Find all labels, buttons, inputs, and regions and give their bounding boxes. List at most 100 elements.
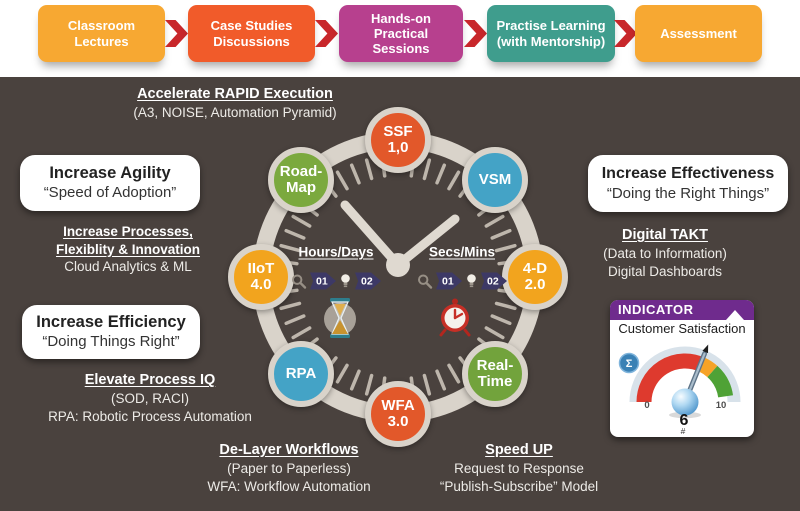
flow-step-hands-on: Hands-on Practical Sessions — [339, 5, 463, 62]
gauge-min-label: 0 — [644, 400, 649, 411]
secs-mins-step-row: 01 02 — [417, 272, 507, 290]
increase-processes-block: Increase Processes, Flexiblity & Innovat… — [18, 223, 238, 276]
indicator-title: Customer Satisfaction — [618, 321, 746, 336]
annotation-heading: Increase Processes, — [63, 224, 193, 239]
clock-node-vsm: VSM — [462, 147, 528, 213]
lightbulb-icon — [341, 274, 350, 288]
card-subtitle: “Speed of Adoption” — [43, 184, 177, 202]
chevron-right-icon — [614, 20, 637, 47]
gauge-needle-tip-arrow — [702, 344, 709, 354]
chevron-right-icon — [315, 20, 338, 47]
step-number: 01 — [316, 275, 328, 287]
annotation-sub: “Publish-Subscribe” Model — [439, 478, 599, 494]
increase-agility-card: Increase Agility “Speed of Adoption” — [20, 155, 200, 211]
gauge-max-label: 10 — [716, 400, 727, 411]
clock-node-road-map: Road-Map — [268, 147, 334, 213]
annotation-sub: RPA: Robotic Process Automation — [48, 408, 252, 424]
chevron-right-icon — [165, 20, 188, 47]
step-number: 02 — [361, 275, 373, 287]
elevate-process-iq-block: Elevate Process IQ (SOD, RACI) RPA: Robo… — [25, 371, 275, 425]
step-01-arrow: 01 — [436, 272, 462, 290]
node-label: SSF — [383, 122, 413, 140]
node-label: WFA — [381, 396, 415, 414]
indicator-notch — [726, 310, 744, 320]
step-02-arrow: 02 — [355, 272, 381, 290]
annotation-sub: Request to Response — [454, 460, 584, 476]
chevron-right-icon — [464, 20, 487, 47]
node-label: VSM — [478, 170, 512, 188]
flow-step-label: Hands-on — [371, 10, 431, 26]
flow-step-label: Lectures — [74, 33, 129, 49]
clock-hub — [386, 253, 410, 277]
flow-step-label: Practise Learning — [496, 18, 606, 34]
secs-mins-label: Secs/Mins — [428, 244, 496, 260]
flow-step-label: Assessment — [660, 25, 737, 41]
annotation-heading: Accelerate RAPID Execution — [137, 86, 333, 102]
flow-step-label: (with Mentorship) — [496, 33, 606, 49]
card-subtitle: “Doing Things Right” — [42, 333, 180, 351]
gauge-red-arc — [636, 353, 706, 403]
card-title: Increase Effectiveness — [601, 165, 775, 183]
node-label: Road- — [279, 162, 323, 180]
flow-step-assessment: Assessment — [635, 5, 762, 62]
flow-step-label: Case Studies — [210, 18, 293, 34]
annotation-sub: (Paper to Paperless) — [227, 460, 351, 476]
sigma-glyph: Σ — [626, 358, 633, 370]
sigma-icon — [618, 352, 640, 374]
annotation-sub: (A3, NOISE, Automation Pyramid) — [133, 104, 337, 120]
annotation-sub: Digital Dashboards — [607, 263, 723, 279]
flow-step-label: Sessions — [372, 41, 430, 57]
node-label: IIoT — [247, 259, 275, 277]
gauge-value: 6 — [680, 412, 689, 429]
flow-step-case-studies: Case Studies Discussions — [188, 5, 315, 62]
increase-effectiveness-card: Increase Effectiveness “Doing the Right … — [588, 155, 788, 212]
step-number: 01 — [442, 275, 454, 287]
gauge-green-arc — [707, 365, 734, 398]
flow-step-label: Classroom — [67, 18, 136, 34]
card-title: Increase Efficiency — [36, 312, 186, 331]
node-label: 4.0 — [250, 276, 272, 293]
speed-up-block: Speed UP Request to Response “Publish-Su… — [394, 441, 644, 495]
annotation-heading: Flexiblity & Innovation — [55, 241, 200, 257]
step-01-arrow: 01 — [310, 272, 336, 290]
node-label: Map — [286, 179, 316, 196]
accelerate-rapid-block: Accelerate RAPID Execution (A3, NOISE, A… — [100, 85, 370, 122]
annotation-sub: WFA: Workflow Automation — [207, 478, 371, 494]
customer-satisfaction-gauge: Σ 0 10 6 # — [618, 344, 741, 436]
flow-step-practise-learning: Practise Learning (with Mentorship) — [487, 5, 615, 62]
gauge-orange-arc — [698, 358, 718, 378]
step-02-arrow: 02 — [481, 272, 507, 290]
step-number: 02 — [487, 275, 499, 287]
node-label: Time — [477, 373, 513, 390]
node-label: 4-D — [522, 259, 548, 277]
digital-takt-block: Digital TAKT (Data to Information) Digit… — [565, 226, 765, 280]
card-subtitle: “Doing the Right Things” — [606, 184, 770, 202]
gauge-background-arc — [629, 346, 741, 403]
training-flow-strip: Classroom Lectures Case Studies Discussi… — [0, 0, 800, 77]
delayer-workflows-block: De-Layer Workflows (Paper to Paperless) … — [164, 441, 414, 495]
flow-step-label: Practical — [373, 25, 429, 41]
node-label: 1,0 — [387, 139, 409, 156]
annotation-heading: Elevate Process IQ — [84, 372, 216, 388]
gauge-unit: # — [681, 426, 686, 436]
indicator-header-label: INDICATOR — [618, 302, 694, 317]
annotation-sub: (SOD, RACI) — [110, 390, 189, 406]
node-label: 3.0 — [387, 413, 409, 430]
node-label: 2.0 — [524, 276, 546, 293]
node-label: Real- — [476, 356, 514, 374]
magnifier-icon — [292, 274, 307, 289]
annotation-sub: (Data to Information) — [603, 245, 727, 261]
flow-step-label: Discussions — [213, 33, 290, 49]
annotation-heading: De-Layer Workflows — [219, 442, 359, 458]
hourglass-icon — [324, 298, 356, 338]
magnifier-icon — [418, 274, 433, 289]
annotation-heading: Speed UP — [485, 442, 553, 458]
annotation-sub: Cloud Analytics & ML — [64, 259, 192, 275]
lightbulb-icon — [467, 274, 476, 288]
